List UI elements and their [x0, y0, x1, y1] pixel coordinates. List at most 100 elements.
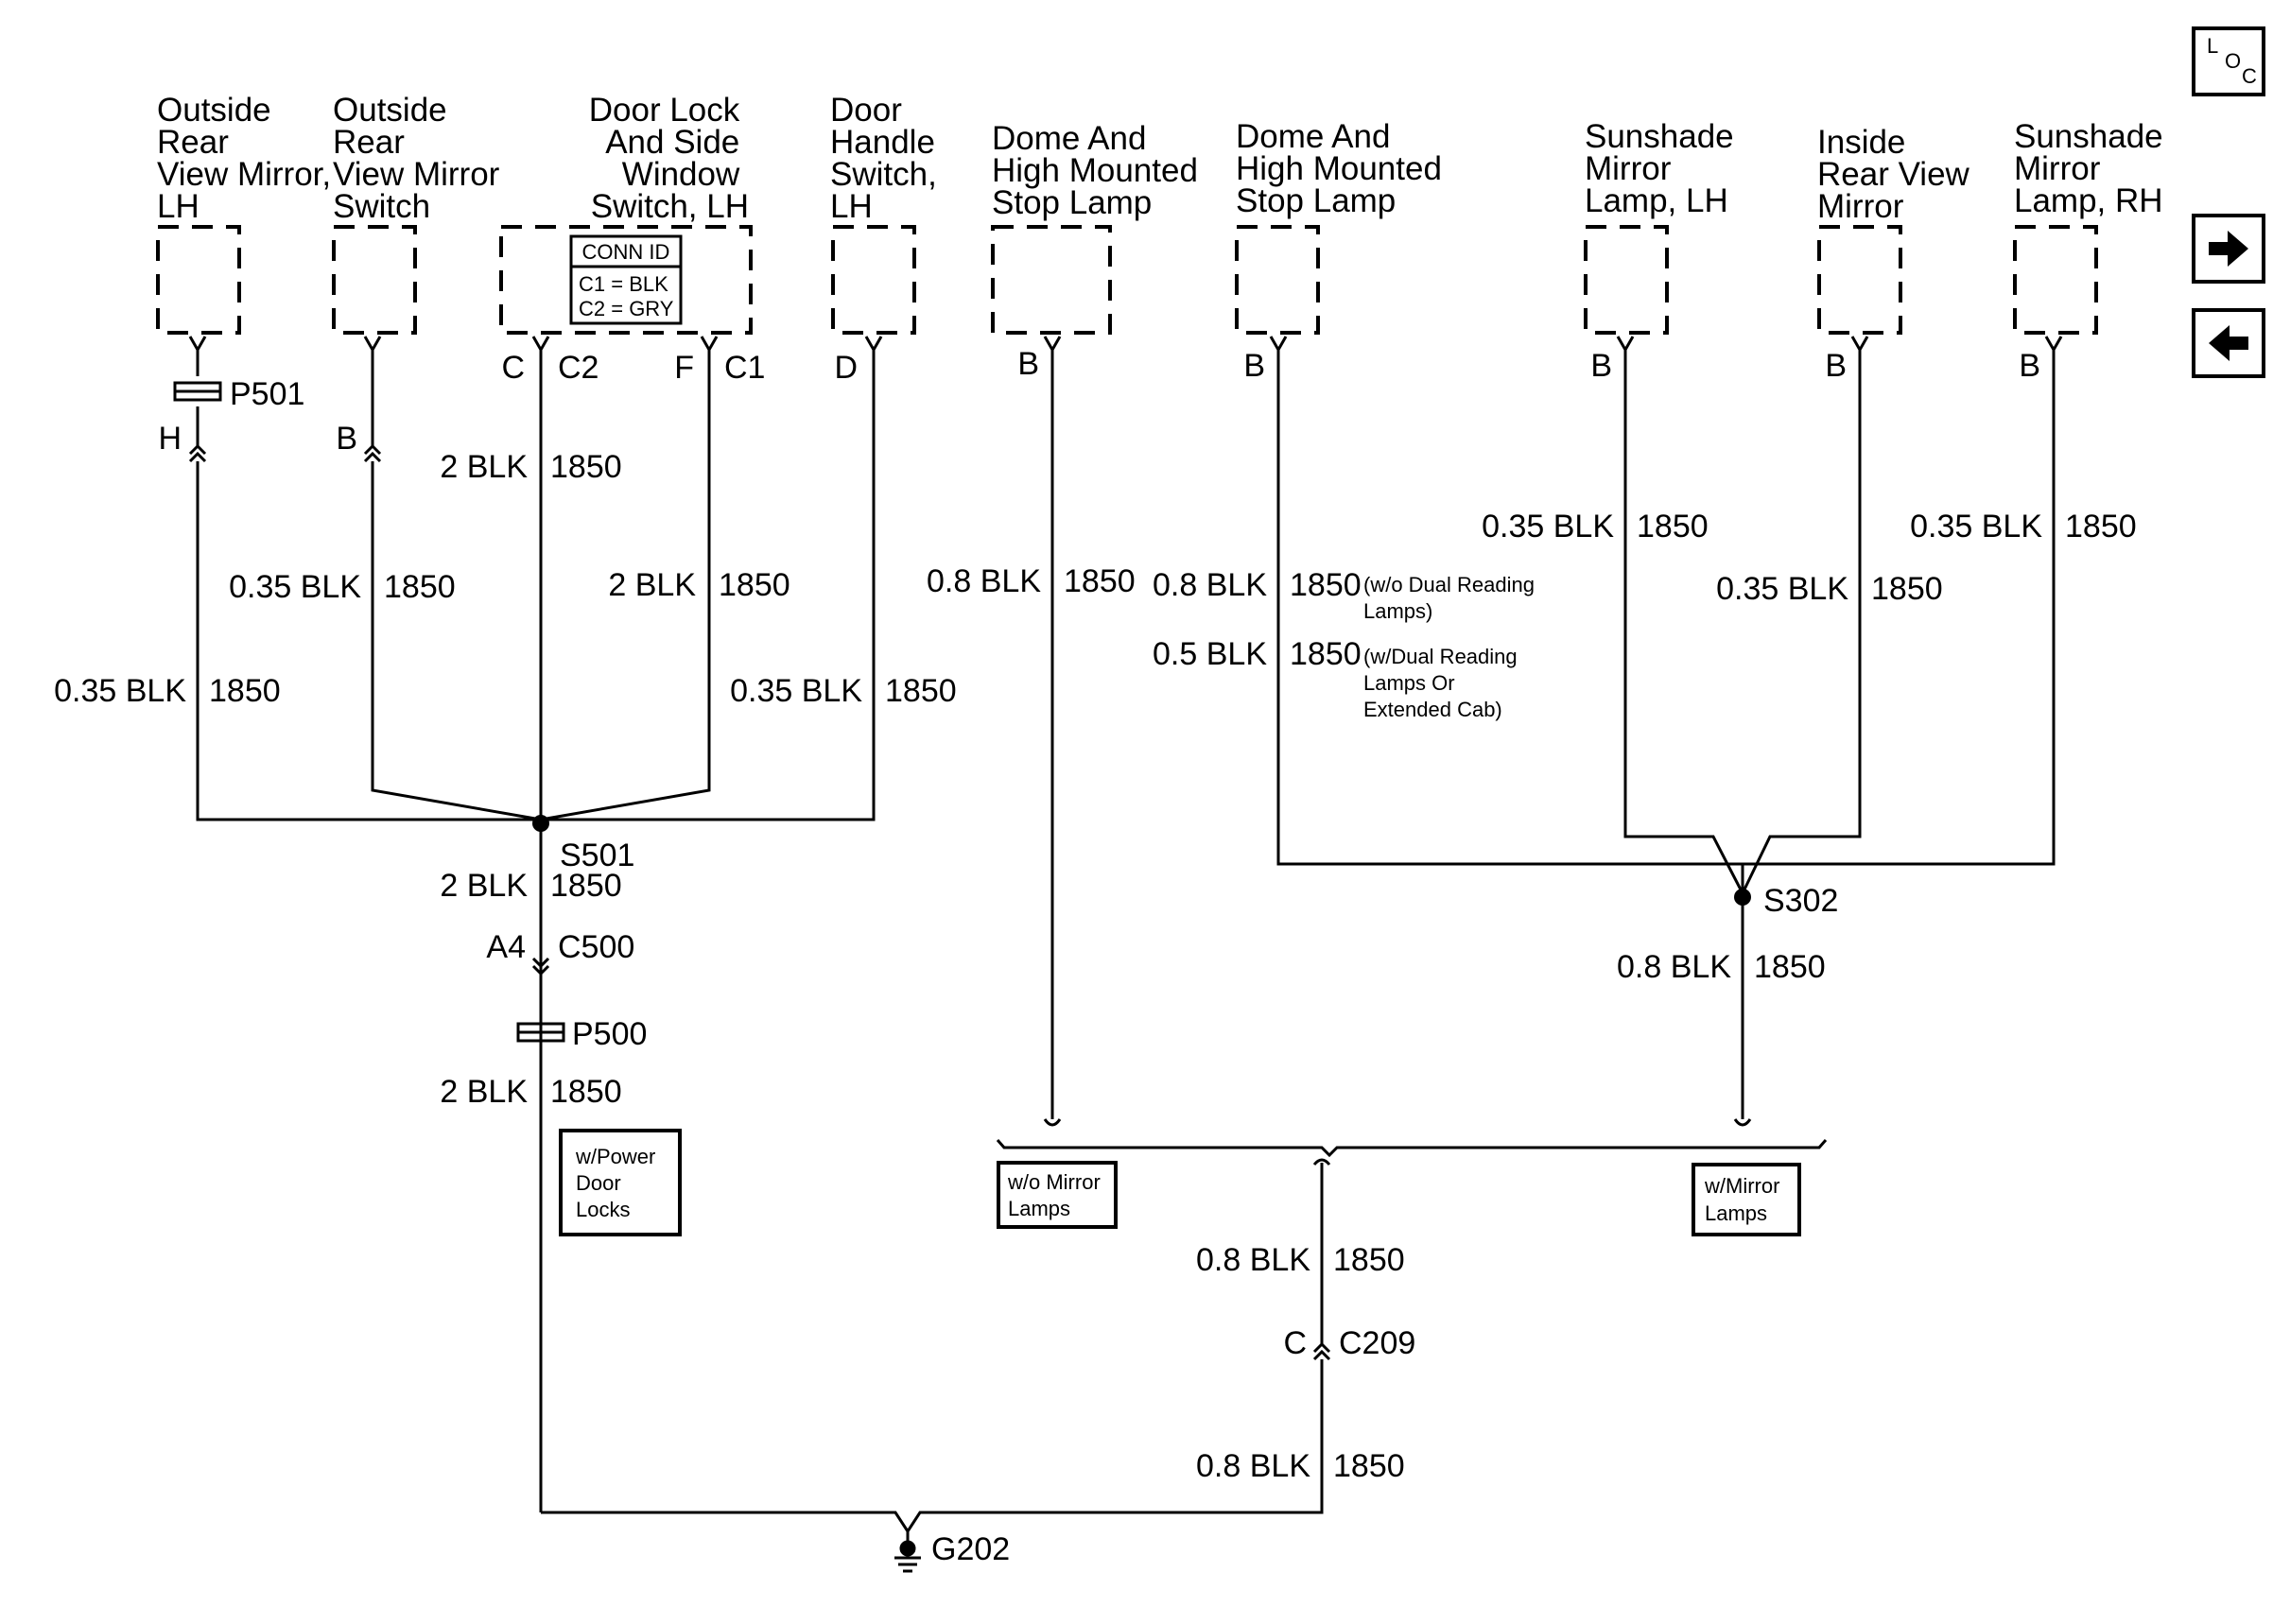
pin-door-lock-c1: C1: [724, 350, 765, 386]
component-labels: Outside Rear View Mirror, LH Outside Rea…: [157, 92, 2172, 225]
wire-gauge: 0.8 BLK: [1153, 567, 1267, 603]
loc-button[interactable]: L O C: [2192, 26, 2265, 96]
loc-letter-l: L: [2207, 34, 2218, 58]
wire-gauge: 0.35 BLK: [54, 673, 186, 709]
pin-mirror-switch: B: [336, 421, 357, 457]
splice-s501-label: S501: [560, 838, 634, 873]
wire-circuit: 1850: [550, 868, 622, 904]
option-power-door-locks-text: w/Power Door Locks: [575, 1145, 661, 1221]
wire-circuit: 1850: [885, 673, 957, 709]
wire-gauge: 2 BLK: [440, 868, 528, 904]
conn-id-c1: C1 = BLK: [579, 272, 668, 296]
wire-circuit: 1850: [550, 449, 622, 485]
connector-c500-label: C500: [558, 929, 634, 965]
wire-gauge: 0.8 BLK: [1196, 1448, 1310, 1484]
label-sunshade-rh: Sunshade Mirror Lamp, RH: [2014, 118, 2172, 219]
conn-id-title: CONN ID: [582, 240, 670, 264]
option-w-mirror-lamps-text: w/Mirror Lamps: [1704, 1174, 1786, 1225]
wire-circuit: 1850: [1333, 1448, 1405, 1484]
wire-sunshade-lh: [1623, 350, 1744, 894]
wire-gauge: 2 BLK: [440, 1074, 528, 1110]
wire-circuit: 1850: [1871, 571, 1943, 607]
connector-p500-label: P500: [572, 1016, 647, 1052]
connector-c209-label: C209: [1339, 1325, 1415, 1361]
pin-c500: A4: [486, 929, 526, 965]
option-bracket: [996, 1139, 1828, 1158]
wire-circuit: 1850: [719, 567, 790, 603]
wire-gauge: 2 BLK: [608, 567, 696, 603]
connector-p501-label: P501: [230, 376, 304, 412]
component-door-lock-box: [499, 225, 753, 335]
component-sunshade-lh-box: [1584, 225, 1669, 335]
pin-door-lock-c: C: [501, 350, 525, 386]
wire-mirror-switch: [371, 350, 542, 821]
pin-inside-mirror: B: [1825, 348, 1847, 384]
wire-circuit: 1850: [1064, 563, 1136, 599]
pin-sunshade-rh: B: [2019, 348, 2040, 384]
wire-gauge: 0.5 BLK: [1153, 636, 1267, 672]
wire-door-handle: [541, 350, 876, 821]
splice-s302-label: S302: [1763, 883, 1838, 919]
option-power-door-locks-box: [559, 1129, 682, 1236]
ground-g202-icon: [894, 1531, 921, 1573]
option-wo-mirror-lamps-text: w/o Mirror Lamps: [1007, 1170, 1106, 1220]
component-dome1-box: [991, 225, 1112, 335]
label-mirror-lh: Outside Rear View Mirror, LH: [157, 92, 340, 225]
wire-gauge: 0.35 BLK: [229, 569, 361, 605]
component-mirror-lh-box: [156, 225, 241, 335]
next-page-button[interactable]: [2192, 214, 2265, 284]
option-w-mirror-lamps-box: [1692, 1163, 1801, 1236]
previous-page-button[interactable]: [2192, 308, 2265, 378]
wire-circuit: 1850: [1333, 1242, 1405, 1278]
conn-id-table: CONN ID C1 = BLK C2 = GRY: [569, 234, 683, 325]
wire-inside-mirror: [1741, 350, 1862, 894]
wire-gauge: 0.8 BLK: [927, 563, 1041, 599]
wire-gauge: 2 BLK: [440, 449, 528, 485]
wire-circuit: 1850: [2065, 509, 2137, 544]
pin-c209: C: [1283, 1325, 1307, 1361]
wire-mirror-lh: [196, 350, 541, 821]
component-inside-mirror-box: [1817, 225, 1902, 335]
connector-p501-icon: [173, 381, 222, 402]
pin-forks: [188, 335, 2063, 1361]
splice-s501-dot: [532, 815, 549, 832]
label-dome1: Dome And High Mounted Stop Lamp: [992, 120, 1207, 221]
pin-dome1: B: [1017, 346, 1039, 382]
label-mirror-switch: Outside Rear View Mirror Switch: [333, 92, 509, 225]
arrow-right-icon: [2209, 231, 2248, 267]
ground-g202-label: G202: [931, 1531, 1010, 1567]
wire-note-wo-dual: (w/o Dual Reading Lamps): [1363, 573, 1540, 623]
wire-circuit: 1850: [1754, 949, 1826, 985]
wire-gauge: 0.35 BLK: [730, 673, 862, 709]
pin-mirror-lh: H: [158, 421, 182, 457]
loc-letter-c: C: [2242, 64, 2257, 88]
wire-s302-out: [1733, 893, 1752, 1127]
wire-gauge: 0.35 BLK: [1716, 571, 1848, 607]
label-door-handle: Door Handle Switch, LH: [830, 92, 946, 225]
wire-circuit: 1850: [209, 673, 281, 709]
wire-gauge: 0.35 BLK: [1482, 509, 1614, 544]
pin-sunshade-lh: B: [1590, 348, 1612, 384]
wire-circuit: 1850: [384, 569, 456, 605]
label-sunshade-lh: Sunshade Mirror Lamp, LH: [1585, 118, 1743, 219]
component-mirror-switch-box: [332, 225, 417, 335]
option-wo-mirror-lamps-box: [997, 1161, 1118, 1229]
wire-group: [196, 350, 2056, 1534]
component-sunshade-rh-box: [2013, 225, 2098, 335]
wire-dome1: [1043, 350, 1062, 1127]
component-dome2-box: [1235, 225, 1320, 335]
wire-circuit: 1850: [1290, 636, 1362, 672]
wire-circuit: 1850: [1290, 567, 1362, 603]
wire-gauge: 0.8 BLK: [1617, 949, 1731, 985]
wire-dome2: [1276, 350, 1743, 866]
bracket-tail: [1312, 1158, 1331, 1166]
wire-sunshade-rh: [1741, 350, 2056, 893]
splice-s302-dot: [1734, 889, 1751, 906]
wire-gauge: 0.8 BLK: [1196, 1242, 1310, 1278]
component-door-handle-box: [831, 225, 916, 335]
pin-dome2: B: [1243, 348, 1265, 384]
label-dome2: Dome And High Mounted Stop Lamp: [1236, 118, 1451, 219]
pin-door-lock-c2: C2: [558, 350, 599, 386]
label-inside-mirror: Inside Rear View Mirror: [1817, 124, 1979, 225]
